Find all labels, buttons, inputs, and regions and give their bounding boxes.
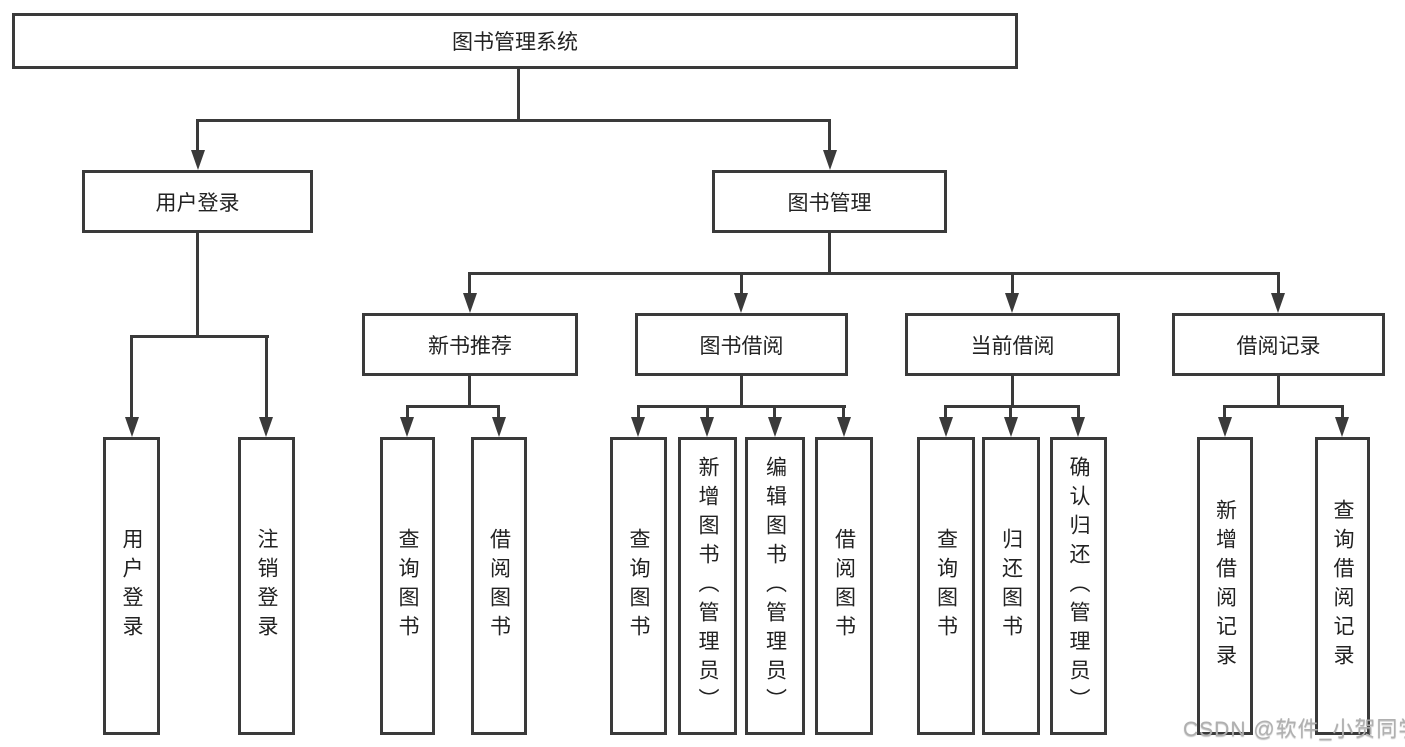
arrow-to-recommend-query [400,417,414,437]
connector-user-login-stem [196,233,199,335]
connector-drop-book-borrowing [740,272,743,295]
leaf-current-confirm-return-admin: 确认归还（管理员） [1050,437,1107,735]
leaf-current-confirm-return-admin-label: 确认归还（管理员） [1067,455,1090,717]
arrow-to-leaf-logout [259,417,273,437]
arrow-to-book-borrowing [734,293,748,313]
leaf-recommend-query-books: 查询图书 [380,437,435,735]
connector-drop-recommend-borrow [497,405,500,419]
node-book-management-label: 图书管理 [787,191,872,215]
connector-drop-book-management [828,119,831,152]
arrow-to-borrow-records [1271,293,1285,313]
connector-drop-new-book-recommend [468,272,471,295]
leaf-recommend-query-books-label: 查询图书 [396,528,419,644]
connector-recommend-hbar [406,405,500,408]
node-borrow-records: 借阅记录 [1172,313,1385,376]
leaf-records-add-record: 新增借阅记录 [1197,437,1253,735]
node-new-book-recommend-label: 新书推荐 [428,334,512,358]
connector-book-management-stem [828,233,831,274]
arrow-to-records-query [1335,417,1349,437]
connector-root-hbar [197,119,831,122]
connector-borrowing-hbar [637,405,846,408]
connector-drop-user-login [196,119,199,152]
node-user-login: 用户登录 [82,170,313,233]
arrow-to-new-book-recommend [463,293,477,313]
node-book-management: 图书管理 [712,170,947,233]
connector-book-management-hbar [468,272,1280,275]
node-borrow-records-label: 借阅记录 [1236,334,1321,358]
leaf-current-return-books-label: 归还图书 [999,528,1023,644]
connector-drop-borrowing-borrow [842,405,845,419]
connector-drop-records-query [1341,405,1344,419]
arrow-to-current-query [939,417,953,437]
leaf-current-query-books: 查询图书 [917,437,975,735]
leaf-borrowing-query-books: 查询图书 [610,437,667,735]
node-root-label: 图书管理系统 [452,31,578,54]
connector-drop-current-return [1009,405,1012,419]
connector-drop-borrow-records [1277,272,1280,295]
leaf-borrowing-edit-books-admin: 编辑图书（管理员） [745,437,805,735]
arrow-to-borrowing-edit [768,417,782,437]
connector-drop-borrowing-add [706,405,709,419]
connector-drop-borrowing-query [637,405,640,419]
connector-drop-current-query [944,405,947,419]
arrow-to-current-return [1004,417,1018,437]
arrow-to-current-confirm [1071,417,1085,437]
arrow-to-user-login [191,150,205,170]
leaf-borrowing-borrow-books: 借阅图书 [815,437,873,735]
leaf-borrowing-add-books-admin-label: 新增图书（管理员） [696,455,719,717]
leaf-user-login: 用户登录 [103,437,160,735]
connector-borrowing-stem [740,376,743,407]
connector-drop-recommend-query [406,405,409,419]
connector-drop-records-add [1223,405,1226,419]
arrow-to-book-management [823,150,837,170]
leaf-records-query-record-label: 查询借阅记录 [1331,499,1354,673]
leaf-borrowing-add-books-admin: 新增图书（管理员） [678,437,737,735]
arrow-to-leaf-user-login [125,417,139,437]
arrow-to-borrowing-borrow [837,417,851,437]
leaf-borrowing-borrow-books-label: 借阅图书 [832,528,856,644]
connector-root-stem [517,69,520,119]
node-user-login-label: 用户登录 [155,191,240,215]
leaf-recommend-borrow-books: 借阅图书 [471,437,527,735]
connector-drop-borrowing-edit [773,405,776,419]
node-root: 图书管理系统 [12,13,1018,69]
leaf-current-query-books-label: 查询图书 [934,528,958,644]
connector-current-stem [1011,376,1014,407]
arrow-to-current-borrowing [1005,293,1019,313]
connector-records-stem [1277,376,1280,407]
arrow-to-borrowing-query [631,417,645,437]
connector-recommend-stem [468,376,471,407]
leaf-logout-label: 注销登录 [255,528,278,644]
node-new-book-recommend: 新书推荐 [362,313,578,376]
watermark: CSDN @软件_小贺同学 [1183,718,1405,741]
arrow-to-recommend-borrow [492,417,506,437]
node-book-borrowing-label: 图书借阅 [699,334,784,358]
node-current-borrowing-label: 当前借阅 [970,334,1055,358]
leaf-recommend-borrow-books-label: 借阅图书 [487,528,511,644]
arrow-to-records-add [1218,417,1232,437]
connector-drop-leaf-logout [265,335,268,419]
leaf-records-query-record: 查询借阅记录 [1315,437,1370,735]
leaf-current-return-books: 归还图书 [982,437,1040,735]
leaf-records-add-record-label: 新增借阅记录 [1213,499,1237,673]
connector-user-login-hbar [130,335,269,338]
connector-current-hbar [944,405,1080,408]
connector-drop-current-confirm [1077,405,1080,419]
node-book-borrowing: 图书借阅 [635,313,848,376]
connector-drop-current-borrowing [1011,272,1014,295]
leaf-user-login-label: 用户登录 [120,528,143,644]
leaf-borrowing-query-books-label: 查询图书 [627,528,650,644]
leaf-logout: 注销登录 [238,437,295,735]
connector-drop-leaf-user-login [130,335,133,419]
leaf-borrowing-edit-books-admin-label: 编辑图书（管理员） [763,455,787,717]
connector-records-hbar [1223,405,1344,408]
arrow-to-borrowing-add [700,417,714,437]
node-current-borrowing: 当前借阅 [905,313,1120,376]
